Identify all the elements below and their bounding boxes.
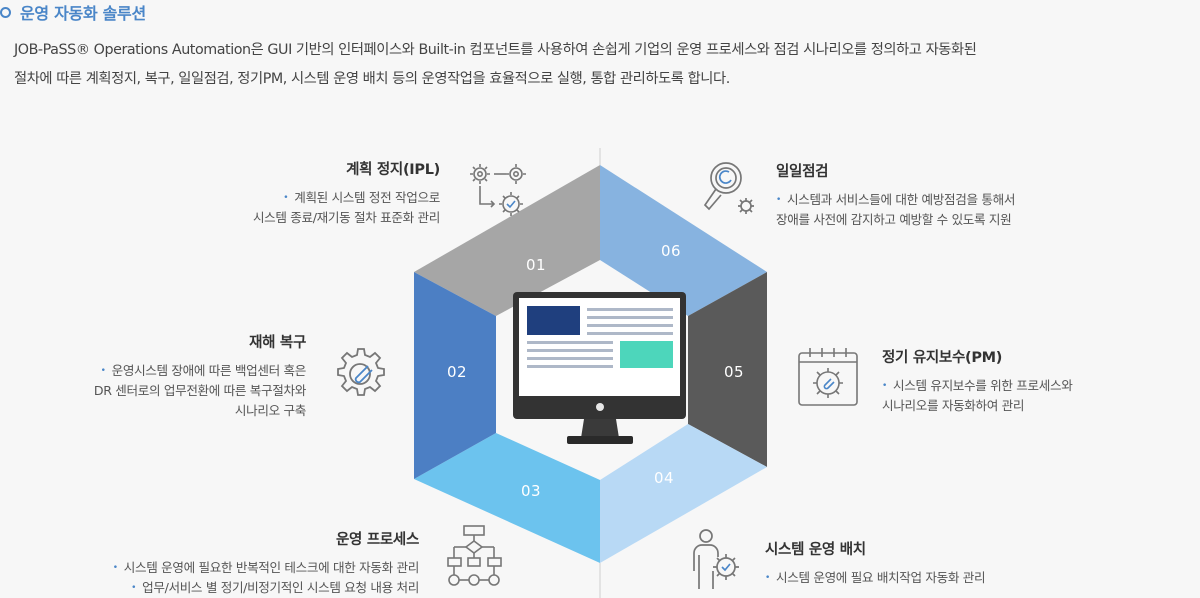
item-title: 시스템 운영 배치 — [765, 542, 866, 558]
intro-paragraph: JOB-PaSS® Operations Automation은 GUI 기반의… — [14, 36, 1189, 94]
gear-wrench-icon — [337, 348, 385, 396]
item-title: 정기 유지보수(PM) — [882, 350, 1003, 366]
item-desc-line: 시나리오를 자동화하여 관리 — [882, 398, 1025, 413]
item-daily-check: 일일점검 • 시스템과 서비스들에 대한 예방점검을 통해서 장애를 사전에 감지… — [776, 160, 1015, 230]
monitor-icon — [513, 292, 686, 444]
bullet-icon: • — [283, 193, 289, 203]
item-desc-line: 시스템 유지보수를 위한 프로세스와 — [892, 378, 1073, 393]
item-title: 일일점검 — [776, 164, 829, 180]
segment-number-06: 06 — [660, 242, 682, 260]
bullet-icon: • — [776, 195, 781, 205]
bullet-icon: • — [765, 573, 770, 583]
segment-02 — [414, 272, 496, 479]
gears-process-icon — [470, 164, 526, 216]
segment-04 — [600, 424, 767, 563]
flowchart-icon — [447, 525, 502, 586]
calendar-gear-icon — [798, 348, 858, 406]
intro-line: JOB-PaSS® Operations Automation은 GUI 기반의… — [14, 42, 977, 58]
intro-line: 절차에 따른 계획정지, 복구, 일일점검, 정기PM, 시스템 운영 배치 등… — [14, 71, 730, 87]
item-desc-line: 시스템 운영에 필요 배치작업 자동화 관리 — [775, 570, 986, 585]
segment-number-04: 04 — [653, 469, 675, 487]
segment-number-05: 05 — [723, 363, 745, 381]
section-title: 운영 자동화 솔루션 — [0, 0, 146, 24]
item-desc-line: 운영시스템 장애에 따른 백업센터 혹은 — [111, 363, 307, 378]
item-desc-line: 시스템 종료/재기동 절차 표준화 관리 — [252, 210, 440, 225]
segment-06 — [600, 165, 767, 316]
bullet-icon: • — [131, 583, 137, 593]
segment-number-02: 02 — [446, 363, 468, 381]
bullet-icon: • — [882, 381, 887, 391]
item-desc-line: 시스템 운영에 필요한 반복적인 테스크에 대한 자동화 관리 — [123, 560, 420, 575]
item-desc-line: 장애를 사전에 감지하고 예방할 수 있도록 지원 — [776, 212, 1012, 227]
item-system-batch: 시스템 운영 배치 • 시스템 운영에 필요 배치작업 자동화 관리 — [765, 538, 986, 588]
magnifier-gear-icon — [703, 162, 754, 214]
bullet-icon: • — [112, 563, 118, 573]
segment-03 — [414, 433, 600, 563]
segment-number-03: 03 — [520, 482, 542, 500]
segment-05 — [688, 272, 767, 467]
segment-number-01: 01 — [525, 256, 547, 274]
section-title-text: 운영 자동화 솔루션 — [20, 4, 146, 23]
segment-01 — [414, 165, 600, 316]
item-operation-process: 운영 프로세스 • 시스템 운영에 필요한 반복적인 테스크에 대한 자동화 관리… — [112, 528, 420, 598]
item-title: 계획 정지(IPL) — [346, 162, 440, 178]
item-disaster-recovery: 재해 복구 • 운영시스템 장애에 따른 백업센터 혹은 DR 센터로의 업무전환… — [93, 331, 307, 421]
item-planned-outage: 계획 정지(IPL) • 계획된 시스템 정전 작업으로 시스템 종료/재기동 절… — [253, 158, 440, 228]
item-desc-line: DR 센터로의 업무전환에 따른 복구절차와 — [93, 383, 307, 398]
item-desc-line: 시나리오 구축 — [234, 403, 306, 418]
item-desc-line: 시스템과 서비스들에 대한 예방점검을 통해서 — [786, 192, 1016, 207]
item-desc-line: 계획된 시스템 정전 작업으로 — [294, 190, 440, 205]
item-title: 운영 프로세스 — [336, 532, 419, 548]
item-desc-line: 업무/서비스 별 정기/비정기적인 시스템 요청 내용 처리 — [142, 580, 419, 595]
person-gear-icon — [693, 529, 739, 589]
item-title: 재해 복구 — [249, 335, 306, 351]
circle-bullet-icon — [0, 7, 11, 18]
bullet-icon: • — [100, 366, 106, 376]
item-periodic-maintenance: 정기 유지보수(PM) • 시스템 유지보수를 위한 프로세스와 시나리오를 자동… — [882, 346, 1073, 416]
